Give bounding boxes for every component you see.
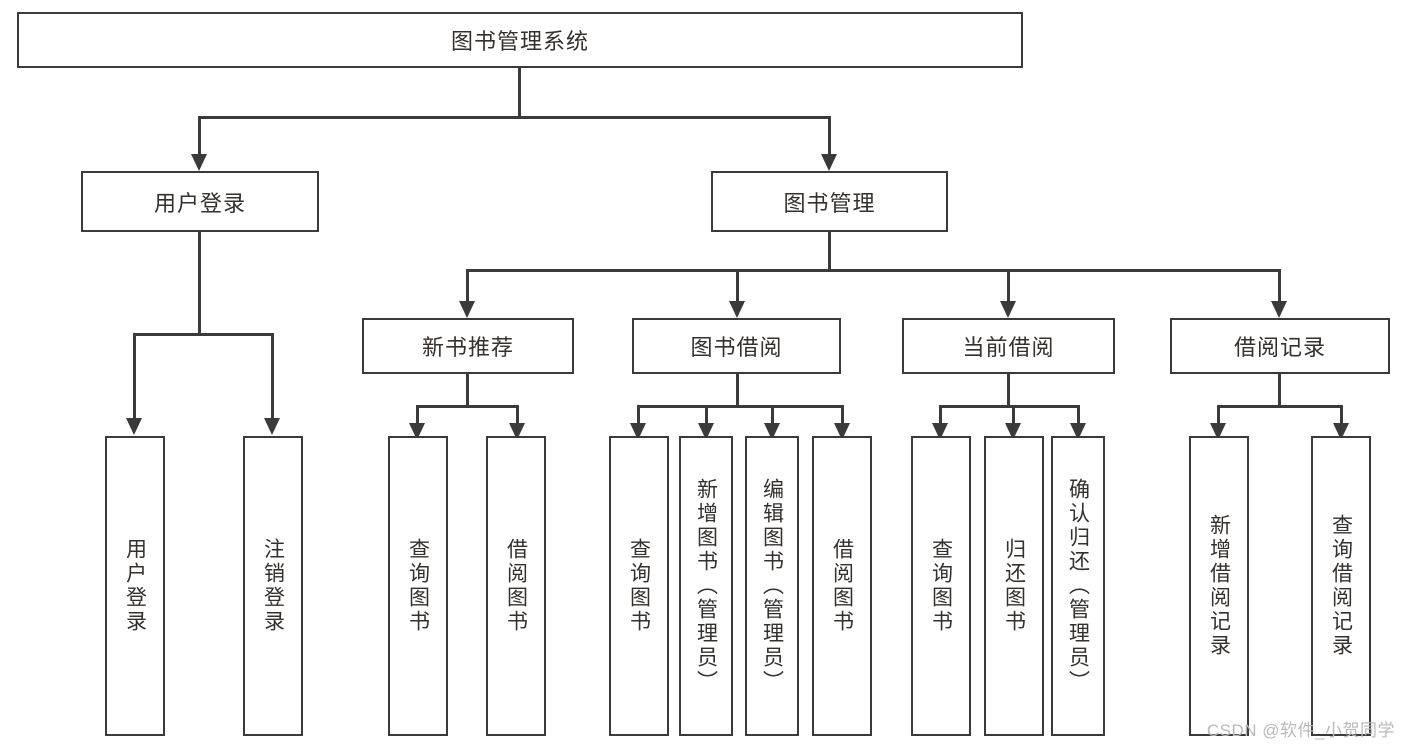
connector-line [1012,405,1015,423]
arrow-head-icon [834,423,850,440]
connector-line [939,405,942,423]
connector-line [417,405,517,408]
leaf-node-leaf-add-record[interactable]: 新增借阅记录 [1189,436,1249,736]
arrow-head-icon [459,301,475,318]
leaf-node-leaf-query-record[interactable]: 查询借阅记录 [1311,436,1371,736]
node-label: 图书管理 [783,190,876,216]
node-label: 用户登录 [123,538,147,634]
node-label: 借阅图书 [830,538,854,634]
arrow-head-icon [1070,423,1086,440]
connector-line [467,269,1280,272]
node-label: 用户登录 [153,190,246,216]
connector-line [637,405,640,423]
connector-line [940,405,1078,408]
connector-line [736,374,739,405]
connector-line [133,333,136,418]
connector-line [1278,374,1281,405]
connector-line [466,374,469,405]
connector-line [828,232,831,269]
connector-line [516,405,519,423]
leaf-node-leaf-edit-book[interactable]: 编辑图书（管理员） [745,436,799,736]
node-label: 编辑图书（管理员） [760,478,784,694]
node-label: 注销登录 [261,538,285,634]
connector-line [198,232,201,333]
arrow-head-icon [698,423,714,440]
arrow-head-icon [191,154,207,171]
connector-line [771,405,774,423]
arrow-head-icon [1005,423,1021,440]
level2-node-book-manage[interactable]: 图书管理 [711,171,948,232]
node-label: 查询图书 [627,538,651,634]
level3-node-book-borrow[interactable]: 图书借阅 [632,318,841,374]
connector-line [134,333,273,336]
node-label: 借阅图书 [504,538,528,634]
connector-line [1007,374,1010,405]
leaf-node-leaf-user-login[interactable]: 用户登录 [105,436,165,736]
node-label: 当前借阅 [962,335,1055,360]
connector-line [705,405,708,423]
arrow-head-icon [509,423,525,440]
connector-line [518,68,521,116]
node-label: 查询图书 [406,538,430,634]
connector-line [638,405,842,408]
node-label: 新增图书（管理员） [694,478,718,694]
leaf-node-leaf-borrow-book-2[interactable]: 借阅图书 [812,436,872,736]
arrow-head-icon [932,423,948,440]
arrow-head-icon [764,423,780,440]
arrow-head-icon [821,154,837,171]
connector-line [199,116,830,119]
leaf-node-leaf-user-logout[interactable]: 注销登录 [243,436,303,736]
arrow-head-icon [1000,301,1016,318]
leaf-node-leaf-confirm-return[interactable]: 确认归还（管理员） [1051,436,1105,736]
connector-line [1217,405,1220,423]
arrow-head-icon [264,418,280,435]
watermark: CSDN @软件_小贺同学 [1206,721,1395,740]
connector-line [1218,405,1341,408]
connector-line [416,405,419,423]
level3-node-current-borrow[interactable]: 当前借阅 [902,318,1115,374]
leaf-node-leaf-add-book[interactable]: 新增图书（管理员） [679,436,733,736]
level3-node-new-book-rec[interactable]: 新书推荐 [362,318,574,374]
arrow-head-icon [1271,301,1287,318]
connector-line [466,269,469,301]
leaf-node-leaf-borrow-book-1[interactable]: 借阅图书 [486,436,546,736]
arrow-head-icon [630,423,646,440]
connector-line [736,269,739,301]
leaf-node-leaf-query-book-3[interactable]: 查询图书 [911,436,971,736]
node-label: 新增借阅记录 [1207,514,1231,658]
node-label: 新书推荐 [421,335,514,360]
node-label: 借阅记录 [1233,335,1326,360]
connector-line [1007,269,1010,301]
connector-line [828,116,831,154]
node-label: 归还图书 [1002,538,1026,634]
connector-line [1278,269,1281,301]
leaf-node-leaf-query-book-2[interactable]: 查询图书 [609,436,669,736]
connector-line [1340,405,1343,423]
node-label: 查询图书 [929,538,953,634]
node-label: 图书借阅 [690,335,783,360]
root-node-root[interactable]: 图书管理系统 [17,12,1023,68]
arrow-head-icon [729,301,745,318]
arrow-head-icon [126,418,142,435]
node-label: 确认归还（管理员） [1066,478,1090,694]
connector-line [841,405,844,423]
connector-line [271,333,274,418]
arrow-head-icon [409,423,425,440]
leaf-node-leaf-query-book-1[interactable]: 查询图书 [388,436,448,736]
connector-line [198,116,201,154]
connector-line [1077,405,1080,423]
arrow-head-icon [1333,423,1349,440]
level3-node-borrow-record[interactable]: 借阅记录 [1170,318,1390,374]
leaf-node-leaf-return-book[interactable]: 归还图书 [984,436,1044,736]
arrow-head-icon [1210,423,1226,440]
level2-node-user-login[interactable]: 用户登录 [81,171,319,232]
node-label: 查询借阅记录 [1329,514,1353,658]
node-label: 图书管理系统 [450,29,589,54]
